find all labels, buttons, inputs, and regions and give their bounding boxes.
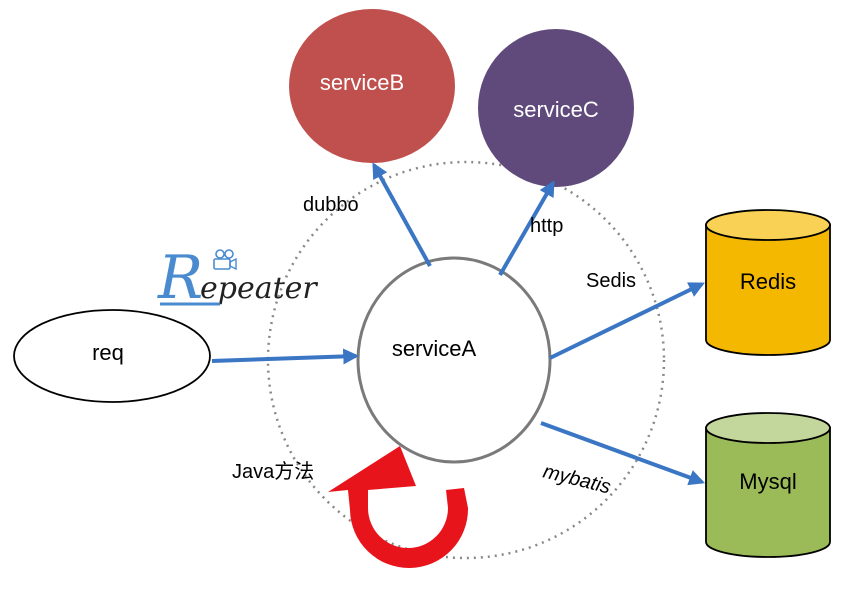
node-mysql-label: Mysql — [739, 469, 796, 494]
node-serviceC-label: serviceC — [513, 97, 599, 122]
node-serviceC: serviceC — [478, 29, 634, 187]
arrow-serviceA-to-serviceB — [372, 162, 432, 267]
node-req: req — [13, 309, 211, 403]
repeater-logo: R epeater — [157, 243, 318, 313]
edge-label-java: Java方法 — [232, 460, 314, 483]
repeater-logo-initial: R — [157, 243, 203, 313]
video-camera-icon — [213, 249, 237, 271]
arrow-serviceA-to-redis — [549, 282, 705, 360]
scope-dashed-circle — [266, 160, 666, 560]
edge-label-sedis: Sedis — [586, 270, 636, 292]
self-call-loop-arrow — [328, 446, 469, 569]
node-redis-label: Redis — [740, 269, 796, 294]
edge-label-http: http — [530, 215, 563, 237]
edge-label-dubbo: dubbo — [303, 194, 359, 216]
arrow-serviceA-to-serviceC — [498, 180, 555, 276]
node-serviceA: serviceA — [356, 256, 552, 464]
node-serviceB: serviceB — [289, 9, 455, 163]
node-req-label: req — [92, 340, 124, 365]
edge-label-mybatis: mybatis — [541, 461, 613, 499]
node-serviceA-label: serviceA — [392, 336, 477, 361]
node-redis-cylinder: Redis — [705, 209, 831, 356]
node-mysql-cylinder: Mysql — [705, 412, 831, 558]
arrow-req-to-serviceA — [211, 348, 360, 365]
arrow-serviceA-to-mysql — [540, 421, 706, 486]
repeater-logo-rest: epeater — [200, 271, 318, 306]
node-serviceB-label: serviceB — [320, 70, 404, 95]
